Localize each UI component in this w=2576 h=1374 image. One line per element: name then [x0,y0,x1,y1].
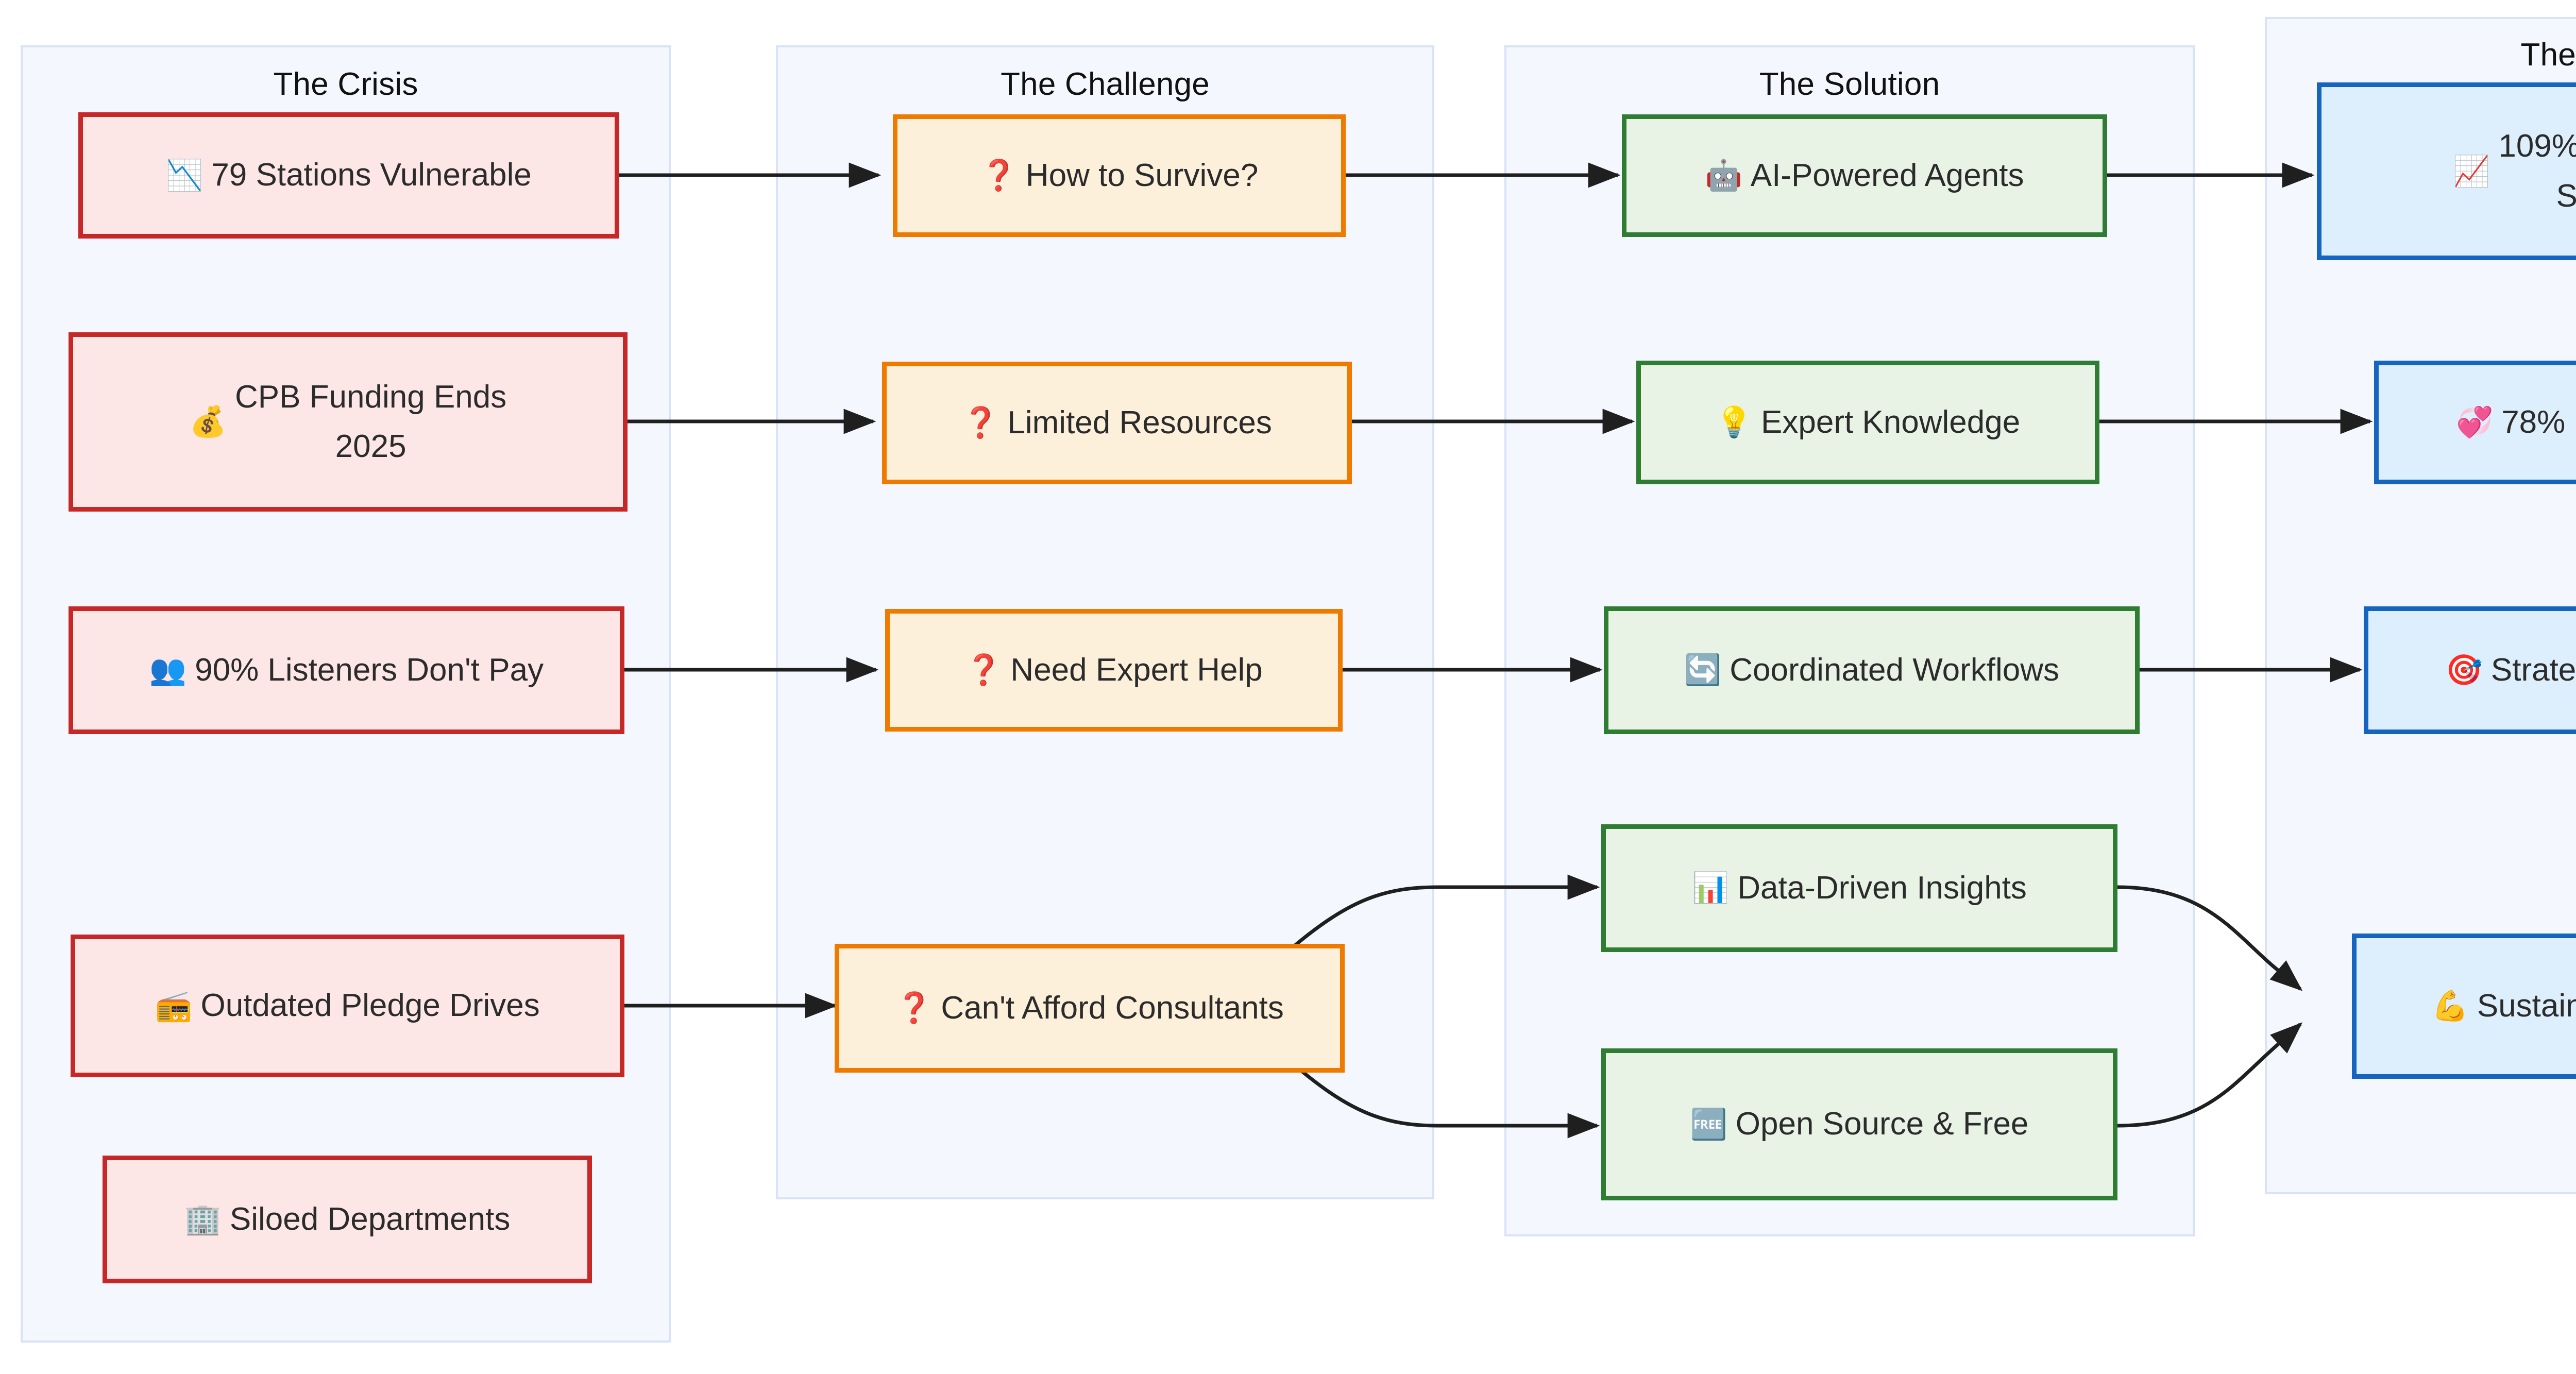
node-label: 78% Donor Retention [2501,404,2576,440]
direct-hit-icon: 🎯 [2445,653,2483,687]
node-78-donor-retention[interactable]: 💞 78% Donor Retention [2374,361,2576,484]
node-label: 90% Listeners Don't Pay [195,652,544,688]
node-coordinated-workflows[interactable]: 🔄 Coordinated Workflows [1604,606,2140,734]
node-label: Open Source & Free [1735,1106,2029,1142]
node-sustainable-operations[interactable]: 💪 Sustainable Operations [2352,934,2576,1079]
chart-decreasing-icon: 📉 [166,158,204,192]
node-label: 79 Stations Vulnerable [211,157,532,193]
node-expert-knowledge[interactable]: 💡 Expert Knowledge [1636,361,2099,484]
node-strategic-coordination[interactable]: 🎯 Strategic Coordination [2364,606,2576,734]
edge-opensource-to-sustainable [2117,1022,2303,1128]
node-label: CPB Funding Ends 2025 [234,379,507,464]
node-label: AI-Powered Agents [1750,157,2024,193]
radio-icon: 📻 [155,989,193,1023]
node-limited-resources[interactable]: ❓ Limited Resources [882,362,1352,484]
counterclockwise-arrows-icon: 🔄 [1684,653,1722,687]
edge-consultants-to-opensource [1292,1062,1600,1139]
node-need-expert-help[interactable]: ❓ Need Expert Help [885,609,1343,732]
chart-increasing-icon: 📈 [2453,154,2490,188]
node-ai-powered-agents[interactable]: 🤖 AI-Powered Agents [1622,114,2107,237]
node-label: Data-Driven Insights [1737,870,2027,906]
question-mark-icon: ❓ [962,406,999,439]
question-mark-icon: ❓ [895,991,933,1025]
node-cant-afford-consultants[interactable]: ❓ Can't Afford Consultants [835,944,1345,1073]
robot-icon: 🤖 [1705,159,1742,192]
flexed-biceps-icon: 💪 [2431,989,2469,1023]
node-label: Coordinated Workflows [1730,652,2060,688]
node-label: Siloed Departments [229,1201,511,1237]
node-109-campaign-success[interactable]: 📈 109% Campaign Success [2317,82,2576,260]
node-90-listeners-dont-pay[interactable]: 👥 90% Listeners Don't Pay [69,606,624,734]
node-label: Strategic Coordination [2490,652,2576,688]
question-mark-icon: ❓ [980,159,1018,192]
node-label: Sustainable Operations [2477,988,2576,1024]
node-label: Expert Knowledge [1761,404,2021,440]
edge-insights-to-sustainable [2117,885,2303,991]
free-button-icon: 🆓 [1690,1107,1727,1141]
revolving-hearts-icon: 💞 [2455,405,2494,439]
office-building-icon: 🏢 [184,1202,222,1236]
node-outdated-pledge-drives[interactable]: 📻 Outdated Pledge Drives [71,935,624,1077]
node-cpb-funding-ends[interactable]: 💰 CPB Funding Ends 2025 [69,332,628,512]
node-how-to-survive[interactable]: ❓ How to Survive? [893,114,1346,237]
bar-chart-icon: 📊 [1692,871,1730,905]
node-open-source-and-free[interactable]: 🆓 Open Source & Free [1601,1048,2117,1200]
node-label: How to Survive? [1025,157,1259,193]
node-label: Limited Resources [1007,404,1272,440]
busts-in-silhouette-icon: 👥 [149,653,187,687]
node-label: 109% Campaign Success [2498,128,2576,214]
node-79-stations-vulnerable[interactable]: 📉 79 Stations Vulnerable [78,112,619,239]
node-label: Can't Afford Consultants [941,990,1284,1026]
node-data-driven-insights[interactable]: 📊 Data-Driven Insights [1601,824,2117,952]
light-bulb-icon: 💡 [1715,405,1753,439]
node-label: Need Expert Help [1010,652,1263,688]
node-label: Outdated Pledge Drives [200,988,540,1024]
edge-consultants-to-insights [1292,874,1600,948]
panel-title-challenge: The Challenge [1001,66,1210,102]
money-bag-icon: 💰 [189,405,227,438]
panel-title-results: The Results [2520,37,2576,73]
panel-title-solution: The Solution [1759,66,1940,102]
node-siloed-departments[interactable]: 🏢 Siloed Departments [103,1156,592,1283]
question-mark-icon: ❓ [965,653,1003,687]
panel-title-crisis: The Crisis [273,66,418,102]
